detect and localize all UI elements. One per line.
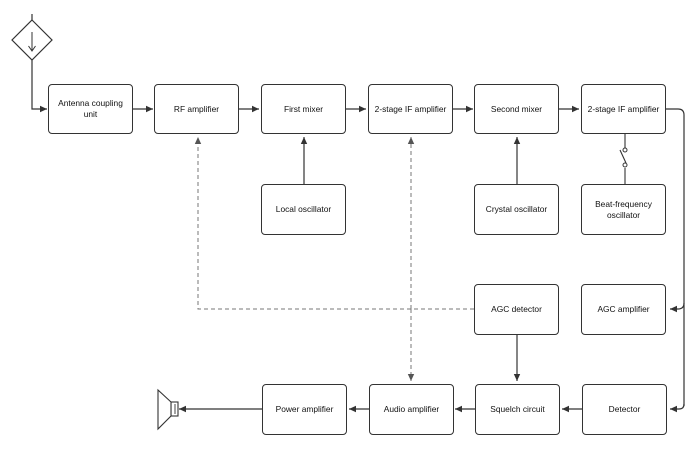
local-oscillator-block: Local oscillator (261, 184, 346, 235)
bfo-switch-icon (619, 134, 628, 184)
if-amplifier-1-block: 2-stage IF amplifier (368, 84, 453, 134)
antenna-icon (11, 14, 53, 61)
agc-detector-block: AGC detector (474, 284, 559, 335)
block-label: AGC detector (491, 304, 542, 315)
squelch-circuit-block: Squelch circuit (475, 384, 560, 435)
line-if2-to-right-bus (666, 108, 685, 406)
detector-block: Detector (582, 384, 667, 435)
second-mixer-block: Second mixer (474, 84, 559, 134)
block-label: Detector (608, 404, 641, 415)
audio-amplifier-block: Audio amplifier (369, 384, 454, 435)
block-label: 2-stage IF amplifier (374, 103, 447, 114)
antenna-feed-line (31, 60, 47, 113)
block-label: Power amplifier (275, 404, 334, 415)
line-bus-to-agc-amplifier (670, 302, 685, 313)
beat-frequency-oscillator-block: Beat-frequency oscillator (581, 184, 666, 235)
block-label: Audio amplifier (383, 404, 440, 415)
if-amplifier-2-block: 2-stage IF amplifier (581, 84, 666, 134)
antenna-coupling-unit-block: Antenna coupling unit (48, 84, 133, 134)
crystal-oscillator-block: Crystal oscillator (474, 184, 559, 235)
block-label: AGC amplifier (597, 304, 650, 315)
block-label: Beat-frequency oscillator (595, 198, 652, 220)
speaker-icon (157, 388, 179, 431)
block-label: Squelch circuit (490, 404, 545, 415)
block-label: Antenna coupling unit (58, 98, 123, 119)
power-amplifier-block: Power amplifier (262, 384, 347, 435)
block-label: Crystal oscillator (485, 204, 548, 215)
rf-amplifier-block: RF amplifier (154, 84, 239, 134)
block-label: Local oscillator (275, 204, 332, 215)
line-bus-to-detector (670, 403, 685, 413)
agc-amplifier-block: AGC amplifier (581, 284, 666, 335)
block-label: First mixer (283, 103, 324, 114)
dashed-agc-to-rf-amplifier (194, 137, 474, 310)
block-label: RF amplifier (173, 103, 220, 114)
first-mixer-block: First mixer (261, 84, 346, 134)
block-label: Second mixer (490, 103, 543, 114)
block-label: 2-stage IF amplifier (587, 103, 660, 114)
